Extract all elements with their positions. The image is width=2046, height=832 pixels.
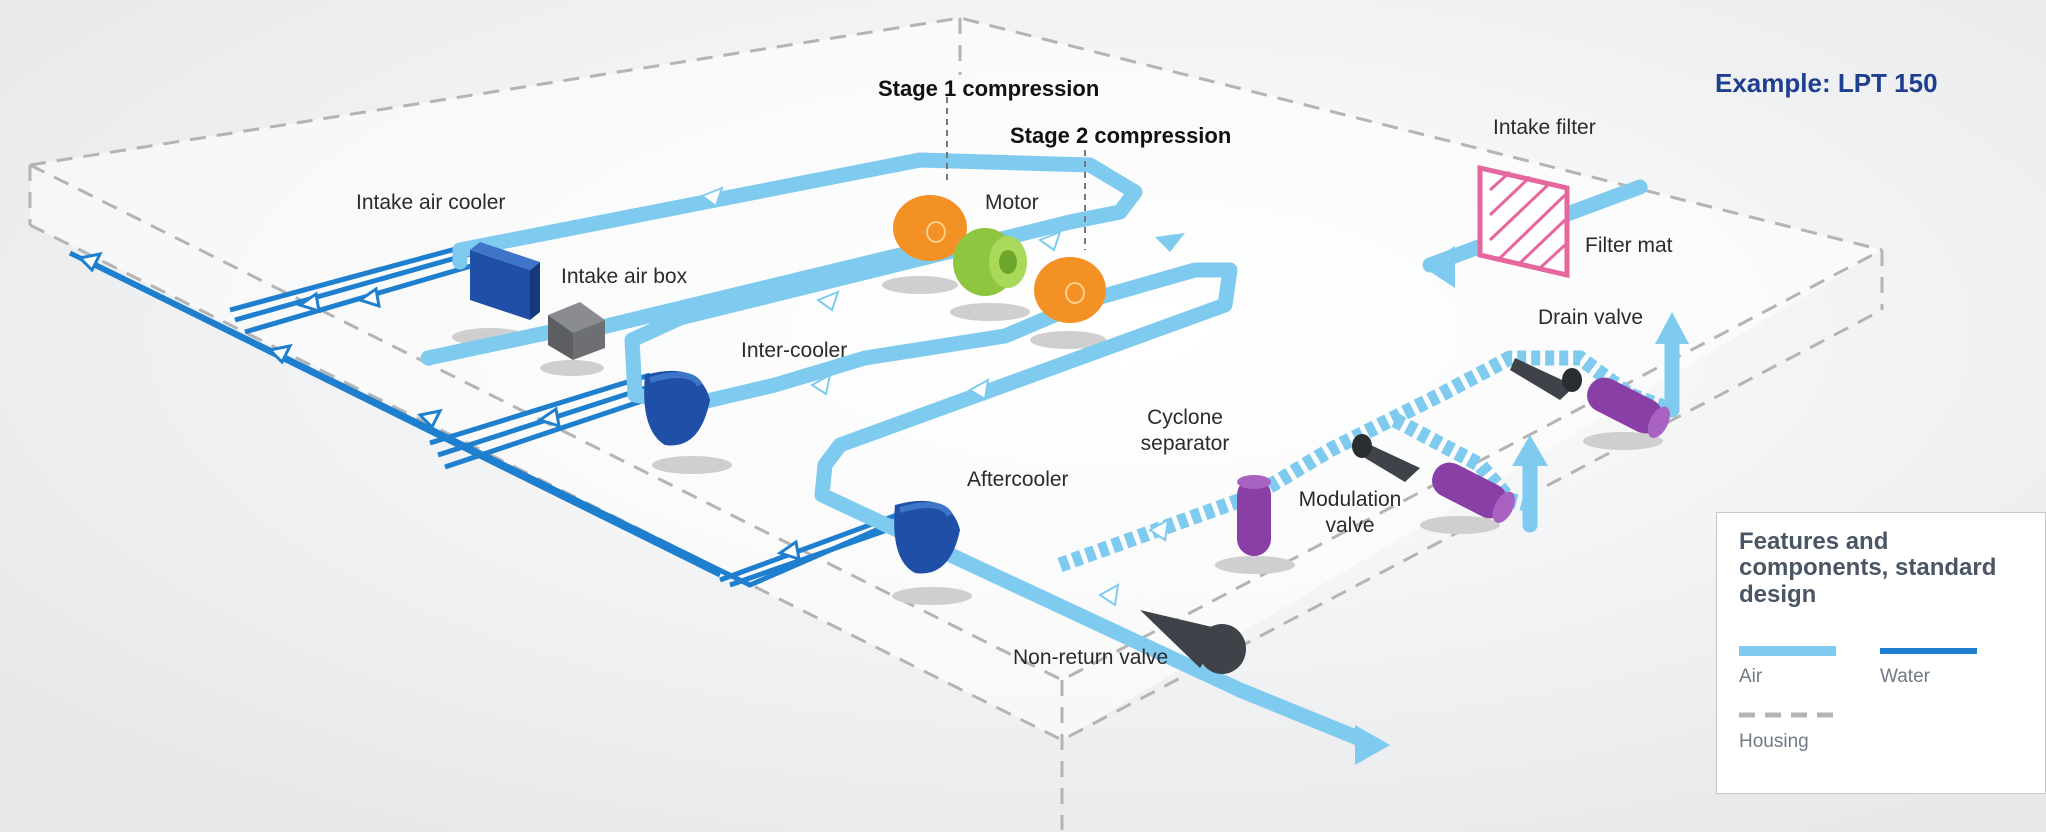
legend-title: Features and components, standard design xyxy=(1739,528,1997,608)
cyclone-label-line2: separator xyxy=(1140,432,1230,456)
intake-air-cooler xyxy=(470,242,540,320)
stage1-compression-label: Stage 1 compression xyxy=(878,76,1100,101)
air-flow-markers xyxy=(699,186,1170,607)
aftercooler-label: Aftercooler xyxy=(967,468,1069,491)
motor-unit xyxy=(953,228,1027,296)
stage1-compressor xyxy=(893,195,967,261)
motor-label: Motor xyxy=(985,191,1039,214)
legend-housing-swatch xyxy=(1739,712,1837,718)
legend-air-swatch xyxy=(1739,646,1836,656)
non-return-valve-label: Non-return valve xyxy=(1013,646,1169,669)
intake-air-box-label: Intake air box xyxy=(561,265,688,288)
modulation-label-line1: Modulation xyxy=(1298,488,1402,511)
legend-panel: Features and components, standard design… xyxy=(1716,512,2046,794)
inter-cooler-label: Inter-cooler xyxy=(741,339,848,362)
aftercooler-unit xyxy=(894,500,960,574)
modulation-valve xyxy=(1352,434,1515,523)
cyclone-separator-label: Cyclone separator xyxy=(1130,405,1240,458)
cyclone-separator xyxy=(1237,475,1271,556)
legend-air-label: Air xyxy=(1739,666,1763,687)
drain-valve xyxy=(1510,358,1670,438)
stage2-compressor xyxy=(1034,257,1106,323)
air-arrowheads xyxy=(1155,233,1689,765)
cyclone-label-line1: Cyclone xyxy=(1147,406,1223,429)
component-shadows xyxy=(452,276,1663,605)
legend-water-label: Water xyxy=(1880,666,1930,687)
modulation-valve-label: Modulation valve xyxy=(1295,487,1405,540)
drain-valve-label: Drain valve xyxy=(1538,306,1644,329)
filter-mat-label: Filter mat xyxy=(1585,234,1673,257)
water-arrows xyxy=(76,251,801,562)
intake-filter xyxy=(1477,164,1570,279)
non-return-valve xyxy=(1140,610,1246,674)
example-title: Example: LPT 150 xyxy=(1715,68,1938,98)
legend-water-swatch xyxy=(1880,648,1977,654)
intake-air-cooler-label: Intake air cooler xyxy=(356,191,506,214)
inter-cooler-unit xyxy=(644,370,710,446)
intake-filter-label: Intake filter xyxy=(1493,116,1596,139)
intake-air-box xyxy=(548,302,605,360)
stage-pointer-lines xyxy=(946,97,1086,250)
legend-housing-label: Housing xyxy=(1739,731,1809,752)
stage2-compression-label: Stage 2 compression xyxy=(1010,123,1232,148)
modulation-label-line2: valve xyxy=(1325,514,1375,538)
